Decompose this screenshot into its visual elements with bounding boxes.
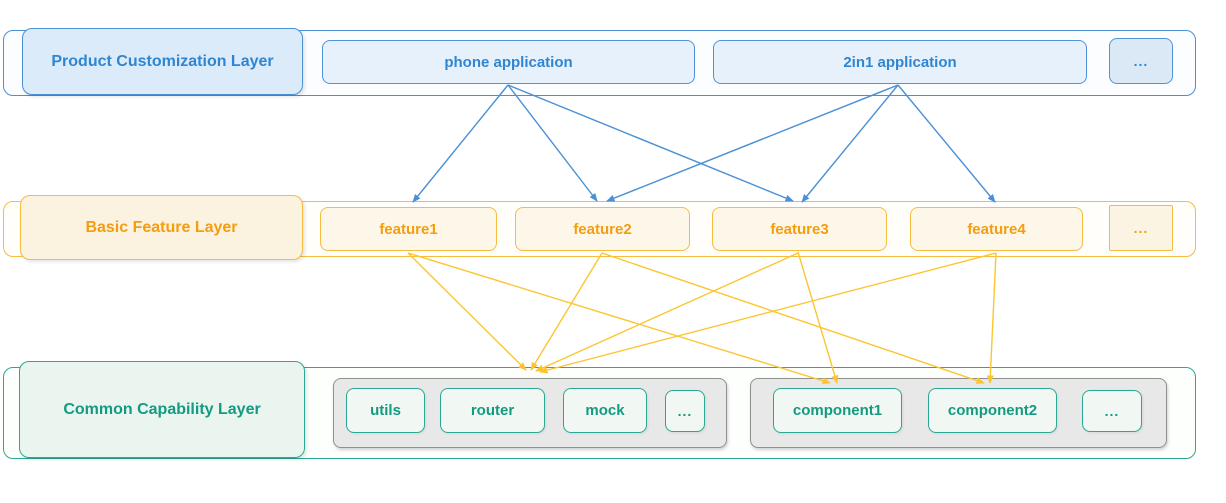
node-component1: component1	[773, 388, 902, 433]
arrow-phone-application-to-feature3	[507, 84, 794, 202]
node-more-components: ...	[1082, 390, 1142, 432]
basic-feature-layer-label: Basic Feature Layer	[20, 195, 303, 260]
arrow-2in1-application-to-feature2	[606, 84, 899, 202]
arrow-feature2-to-capability-group-1	[530, 252, 603, 371]
node-more-applications: ...	[1109, 38, 1173, 84]
arrow-2in1-application-to-feature4	[897, 84, 996, 203]
arrow-phone-application-to-feature1	[412, 84, 509, 203]
arrow-phone-application-to-feature2	[507, 84, 598, 202]
node-utils: utils	[346, 388, 425, 433]
product-customization-layer-label: Product Customization Layer	[22, 28, 303, 95]
node-feature2: feature2	[515, 207, 690, 251]
node-feature4: feature4	[910, 207, 1083, 251]
arrow-feature2-to-component2	[601, 252, 985, 384]
node-component2: component2	[928, 388, 1057, 433]
arrow-feature3-to-component1	[797, 251, 839, 384]
arrow-feature4-to-component2	[986, 252, 997, 384]
arrow-feature1-to-component1	[407, 252, 831, 385]
node-more-utils: ...	[665, 390, 705, 432]
node-mock: mock	[563, 388, 647, 433]
arrow-feature4-to-capability-group-1	[539, 252, 997, 374]
arrow-feature3-to-capability-group-1	[535, 252, 799, 372]
node-feature1: feature1	[320, 207, 497, 251]
arrow-feature1-to-capability-group-1	[407, 252, 527, 371]
node-phone-application: phone application	[322, 40, 695, 84]
node-router: router	[440, 388, 545, 433]
node-feature3: feature3	[712, 207, 887, 251]
common-capability-layer-label: Common Capability Layer	[19, 361, 305, 458]
node-2in1-application: 2in1 application	[713, 40, 1087, 84]
node-more-features: ...	[1109, 205, 1173, 251]
arrow-2in1-application-to-feature3	[801, 84, 899, 203]
